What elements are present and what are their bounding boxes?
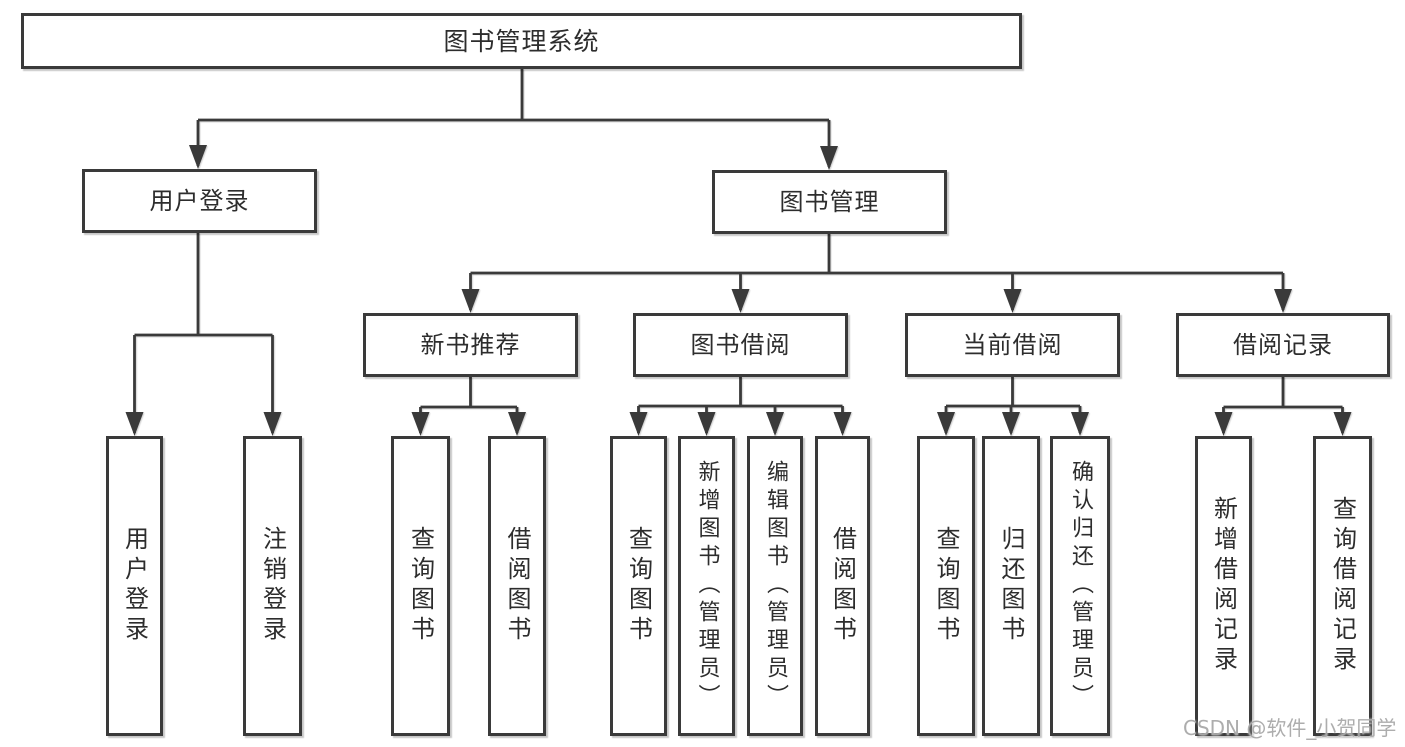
leaf-borrow-books-recommend-label: 借阅图书	[503, 526, 531, 646]
csdn-watermark: CSDN @软件_小贺同学	[1183, 716, 1397, 740]
node-root-label: 图书管理系统	[443, 26, 600, 56]
node-new-book-recommend: 新书推荐	[363, 313, 578, 377]
leaf-query-borrow-record-label: 查询借阅记录	[1328, 496, 1357, 676]
connector-current-borrow-branch	[937, 377, 1089, 436]
leaf-borrow-books-recommend: 借阅图书	[488, 436, 546, 736]
leaf-edit-books-admin-label: 编辑图书（管理员）	[763, 460, 788, 712]
node-new-book-recommend-label: 新书推荐	[420, 331, 521, 359]
leaf-borrow-books-borrowing-label: 借阅图书	[828, 526, 857, 646]
leaf-logout-label: 注销登录	[258, 526, 287, 646]
leaf-query-borrow-record: 查询借阅记录	[1313, 436, 1372, 736]
node-book-management-label: 图书管理	[779, 188, 880, 216]
leaf-user-login: 用户登录	[106, 436, 163, 736]
leaf-query-books-recommend: 查询图书	[391, 436, 450, 736]
connector-user-login-branch	[125, 233, 282, 436]
node-root: 图书管理系统	[21, 13, 1022, 69]
leaf-query-books-recommend-label: 查询图书	[406, 526, 435, 646]
connector-borrow-records-branch	[1214, 377, 1352, 436]
node-book-borrowing: 图书借阅	[633, 313, 848, 377]
leaf-add-borrow-record-label: 新增借阅记录	[1209, 496, 1238, 676]
leaf-add-books-admin-label: 新增图书（管理员）	[694, 460, 720, 712]
node-borrowing-records: 借阅记录	[1176, 313, 1390, 377]
leaf-confirm-return-admin: 确认归还（管理员）	[1050, 436, 1110, 736]
leaf-query-books-current: 查询图书	[917, 436, 975, 736]
connector-book-mgmt-branch	[461, 234, 1292, 313]
node-book-management: 图书管理	[712, 170, 947, 234]
node-user-login: 用户登录	[82, 169, 317, 233]
leaf-query-books-borrowing: 查询图书	[610, 436, 667, 736]
leaf-return-books-label: 归还图书	[997, 526, 1025, 646]
leaf-logout: 注销登录	[243, 436, 302, 736]
leaf-add-books-admin: 新增图书（管理员）	[678, 436, 735, 736]
leaf-return-books: 归还图书	[982, 436, 1040, 736]
leaf-query-books-borrowing-label: 查询图书	[624, 526, 653, 646]
node-current-borrowing: 当前借阅	[905, 313, 1120, 377]
node-user-login-label: 用户登录	[149, 187, 250, 215]
leaf-borrow-books-borrowing: 借阅图书	[815, 436, 870, 736]
connector-root-to-level1	[189, 69, 838, 170]
node-current-borrowing-label: 当前借阅	[962, 331, 1063, 359]
connector-new-book-rec-branch	[411, 377, 526, 436]
connector-book-borrow-branch	[629, 377, 852, 436]
leaf-add-borrow-record: 新增借阅记录	[1195, 436, 1252, 736]
leaf-edit-books-admin: 编辑图书（管理员）	[747, 436, 803, 736]
leaf-confirm-return-admin-label: 确认归还（管理员）	[1068, 460, 1093, 712]
node-borrowing-records-label: 借阅记录	[1233, 331, 1333, 359]
leaf-user-login-label: 用户登录	[120, 526, 149, 646]
leaf-query-books-current-label: 查询图书	[932, 526, 960, 646]
node-book-borrowing-label: 图书借阅	[690, 331, 791, 359]
